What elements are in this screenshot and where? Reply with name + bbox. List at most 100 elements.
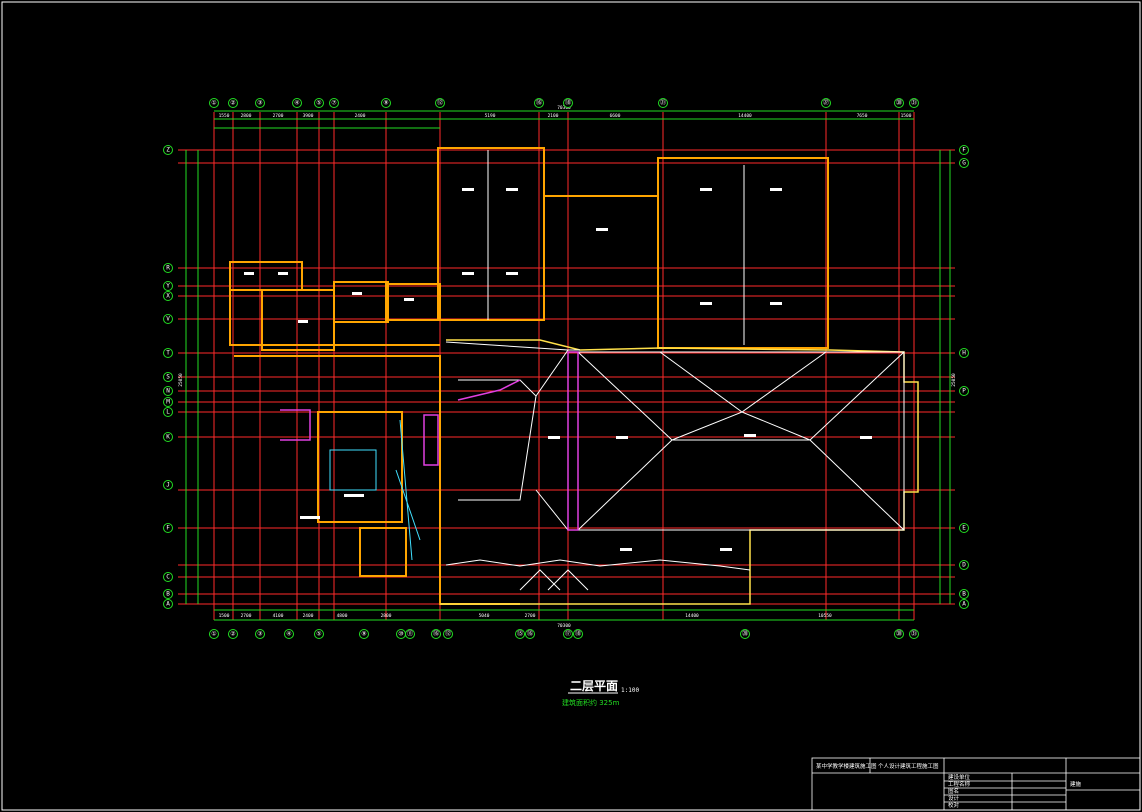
dim-bottom-seg: 5040 (479, 613, 490, 619)
building-walls (229, 147, 919, 605)
drawing-subtitle: 建筑面积约 325m (562, 698, 620, 707)
dim-top-seg: 3900 (303, 113, 314, 119)
dim-bottom-seg: 2700 (241, 613, 252, 619)
axis-label: ③ (257, 100, 262, 107)
axis-label: ④ (286, 631, 291, 638)
axis-label: ⑰ (565, 630, 571, 638)
axis-label: ② (230, 100, 235, 107)
title-block-row: 设计 (948, 794, 960, 802)
axis-label: R (166, 265, 170, 272)
axis-label: ㉑ (660, 99, 666, 107)
dim-right-total: 25050 (951, 373, 957, 387)
dim-left-total: 25050 (178, 373, 184, 387)
dim-bottom-total: 70300 (557, 623, 571, 629)
dim-top-segments: 1550 2800 2700 3900 2400 5190 2100 6600 … (219, 113, 912, 119)
axis-label: L (166, 409, 170, 416)
axis-label: ④ (294, 100, 299, 107)
title-block-drawing-no: 建施 (1070, 780, 1082, 788)
axis-label: S (166, 374, 170, 381)
dim-top-seg: 7650 (857, 113, 868, 119)
axis-label: F (962, 147, 966, 154)
axis-label: ⑫ (445, 630, 451, 638)
drawing-scale: 1:100 (621, 687, 639, 694)
dim-top-seg: 2700 (273, 113, 284, 119)
dim-bottom-seg: 14400 (685, 613, 699, 619)
roof-lines (445, 150, 905, 591)
axis-label: V (166, 316, 170, 323)
axis-label: ⑫ (437, 99, 443, 107)
axis-label: ⑳ (742, 630, 748, 638)
axis-label: ⑱ (575, 630, 581, 638)
dim-bottom-seg: 10550 (818, 613, 832, 619)
axis-label: B (166, 591, 170, 598)
dim-top-seg: 2400 (355, 113, 366, 119)
dim-top-seg: 1500 (901, 113, 912, 119)
axis-label: G (962, 160, 966, 167)
dim-bottom-seg: 2700 (525, 613, 536, 619)
axis-label: ㉚ (896, 99, 902, 107)
axis-label: F (166, 525, 170, 532)
dim-top-seg: 1550 (219, 113, 230, 119)
axis-bubbles-bottom: ① ② ③ ④ ⑤ ⑨ ⑩ ⑪ ⑯ ⑫ ⑮ ⑯ ⑰ ⑱ ⑳ ㉚ ㉛ (209, 629, 919, 639)
axis-label: ㉚ (896, 630, 902, 638)
axis-label: A (962, 601, 966, 608)
axis-label: M (166, 399, 170, 406)
axis-label: ⑱ (565, 99, 571, 107)
axis-label: X (166, 293, 170, 300)
title-block-school: 某中学教学楼建筑施工图 (816, 762, 877, 770)
axis-label: T (166, 350, 170, 357)
title-block-row: 建设单位 (948, 773, 971, 781)
axis-label: ⑯ (433, 630, 439, 638)
title-block: 某中学教学楼建筑施工图 个人设计建筑工程施工图 建设单位 工程名称 图名 设计 … (811, 757, 1141, 811)
axis-label: E (962, 525, 966, 532)
axis-label: P (962, 388, 966, 395)
dim-top-total: 70300 (557, 105, 571, 111)
dim-bottom-segments: 1500 2700 4100 2400 4800 2800 5040 2700 … (219, 613, 832, 619)
axis-label: ⑦ (331, 100, 336, 107)
axis-grid-horizontal (178, 149, 955, 605)
axis-label: ⑯ (536, 99, 542, 107)
axis-bubbles-top: ① ② ③ ④ ⑤ ⑦ ⑨ ⑫ ⑯ ⑱ ㉑ ㉗ ㉚ ㉛ (209, 98, 919, 108)
axis-label: D (962, 562, 966, 569)
axis-label: ② (230, 631, 235, 638)
axis-label: ⑨ (361, 631, 366, 638)
axis-label: B (962, 591, 966, 598)
axis-label: Y (166, 283, 170, 290)
axis-label: ㉛ (911, 99, 917, 107)
dimension-lines (185, 110, 951, 621)
axis-label: ㉗ (823, 99, 829, 107)
axis-label: K (166, 434, 170, 441)
axis-label: ① (211, 631, 216, 638)
title-block-row: 图名 (948, 787, 959, 795)
dim-top-seg: 5190 (485, 113, 496, 119)
dim-bottom-seg: 4100 (273, 613, 284, 619)
axis-label: ⑨ (383, 100, 388, 107)
axis-label: N (166, 388, 170, 395)
dim-top-seg: 14400 (738, 113, 752, 119)
room-labels (244, 188, 872, 551)
dim-top-seg: 2100 (548, 113, 559, 119)
stairs (280, 351, 579, 531)
axis-label: ⑩ (398, 631, 403, 638)
axis-bubbles-left: Z R Y X V T S N M L K J F C B A (163, 145, 173, 609)
drawing-title: 二层平面 (570, 679, 618, 693)
title-block-row: 工程名称 (948, 780, 971, 788)
axis-label: ① (211, 100, 216, 107)
axis-label: H (962, 350, 966, 357)
axis-label: ⑮ (517, 630, 523, 638)
title-block-row: 校对 (948, 801, 960, 809)
dim-top-seg: 2800 (241, 113, 252, 119)
axis-label: ⑤ (316, 631, 321, 638)
axis-bubbles-right: F G H P E D B A (959, 145, 969, 609)
title-block-project: 个人设计建筑工程施工图 (878, 762, 939, 770)
cyan-details (329, 419, 421, 561)
axis-label: ㉛ (911, 630, 917, 638)
dim-bottom-seg: 2800 (381, 613, 392, 619)
axis-label: ⑪ (407, 630, 413, 638)
axis-label: J (166, 482, 170, 489)
axis-grid-vertical (213, 112, 915, 620)
axis-label: ⑤ (316, 100, 321, 107)
axis-label: C (166, 574, 170, 581)
